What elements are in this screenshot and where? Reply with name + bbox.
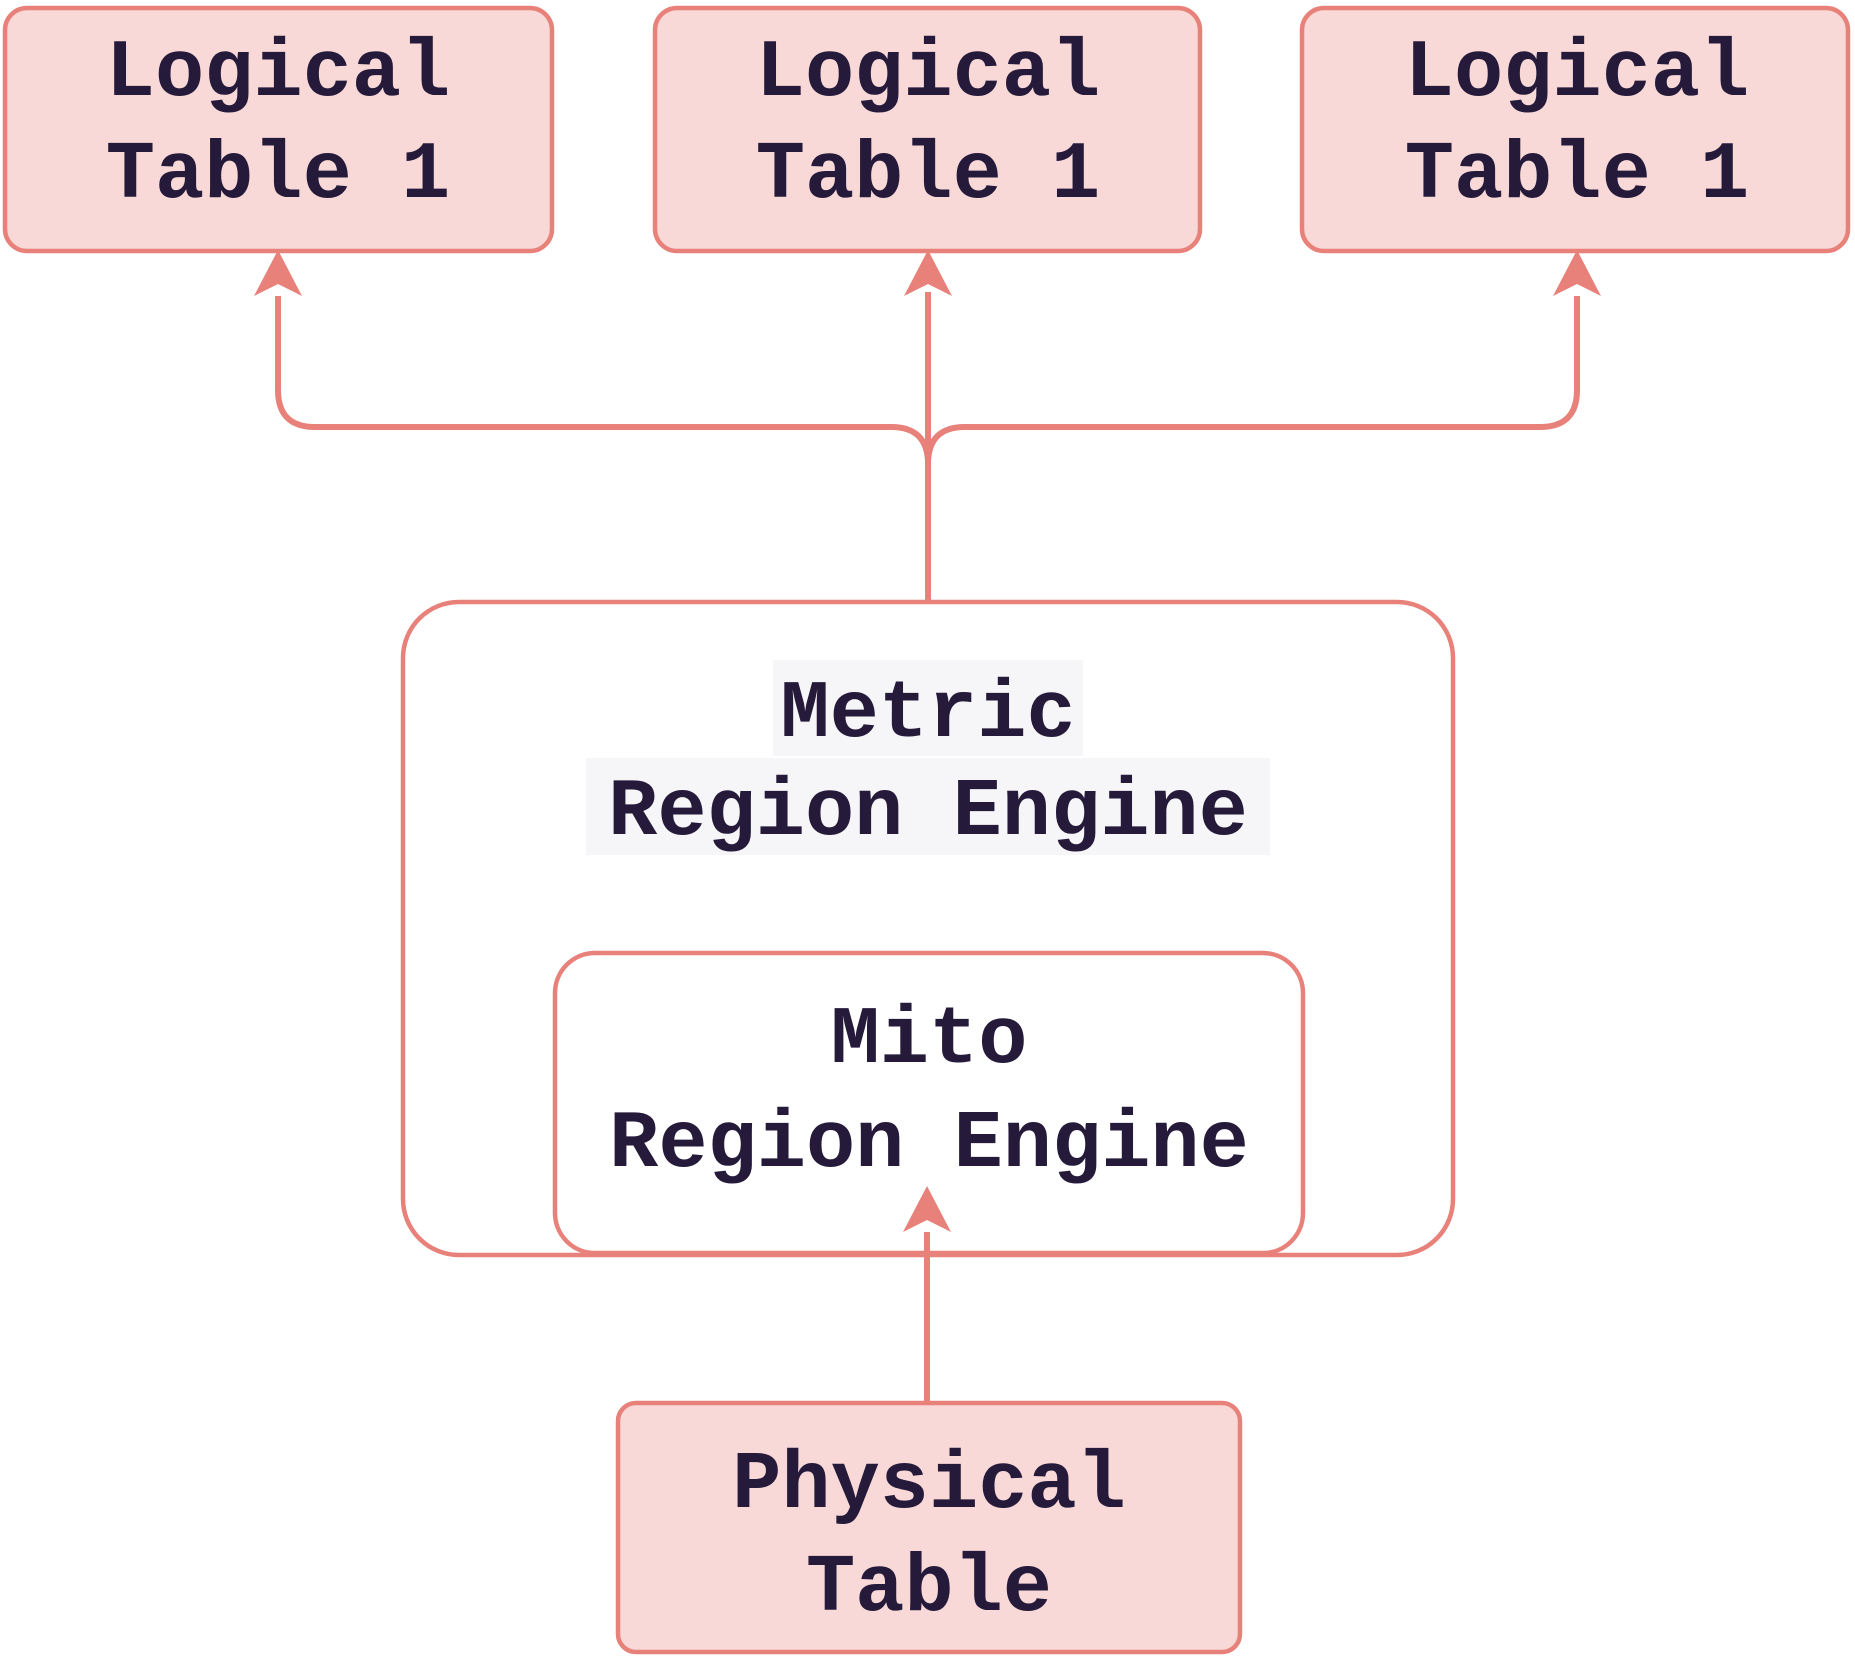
physical-table-label-line2: Table (806, 1542, 1052, 1635)
edges (254, 250, 1601, 1403)
arrowhead-right (1553, 250, 1601, 296)
arrowhead-center (904, 250, 952, 296)
logical-table-center-label-line1: Logical (756, 27, 1100, 120)
arrow-line-left (275, 296, 931, 602)
physical-table-box (615, 1400, 1243, 1655)
arrowhead-physical (903, 1186, 951, 1232)
logical-table-left-label-line2: Table 1 (106, 129, 450, 222)
mito-region-engine-label-line2: Region Engine (609, 1098, 1249, 1191)
logical-table-right-label-line1: Logical (1405, 27, 1749, 120)
logical-table-left-label-line1: Logical (106, 27, 450, 120)
arrow-line-right (925, 296, 1580, 602)
node-physical-table: Physical Table (615, 1400, 1243, 1655)
metric-region-engine-label-line2: Region Engine (608, 766, 1248, 859)
arrow-physical-to-mito (903, 1186, 951, 1403)
logical-table-left-box (2, 5, 555, 254)
metric-label-highlight-line1 (773, 660, 1083, 756)
physical-table-label-line1: Physical (732, 1439, 1126, 1532)
node-mito-region-engine: Mito Region Engine (552, 950, 1306, 1256)
arrow-metric-to-logical-right (925, 250, 1601, 602)
logical-table-right-box (1299, 5, 1851, 254)
logical-table-right-label-line2: Table 1 (1405, 129, 1749, 222)
logical-table-center-box (652, 5, 1203, 254)
node-logical-table-center: Logical Table 1 (652, 5, 1203, 254)
logical-table-center-label-line2: Table 1 (756, 129, 1100, 222)
mito-region-engine-label-line1: Mito (831, 994, 1028, 1087)
metric-label-highlight-line2 (586, 758, 1270, 855)
arrow-metric-to-logical-left (254, 250, 931, 602)
metric-region-engine-label-line1: Metric (780, 668, 1075, 761)
node-logical-table-right: Logical Table 1 (1299, 5, 1851, 254)
arrowhead-left (254, 250, 302, 296)
node-logical-table-left: Logical Table 1 (2, 5, 555, 254)
